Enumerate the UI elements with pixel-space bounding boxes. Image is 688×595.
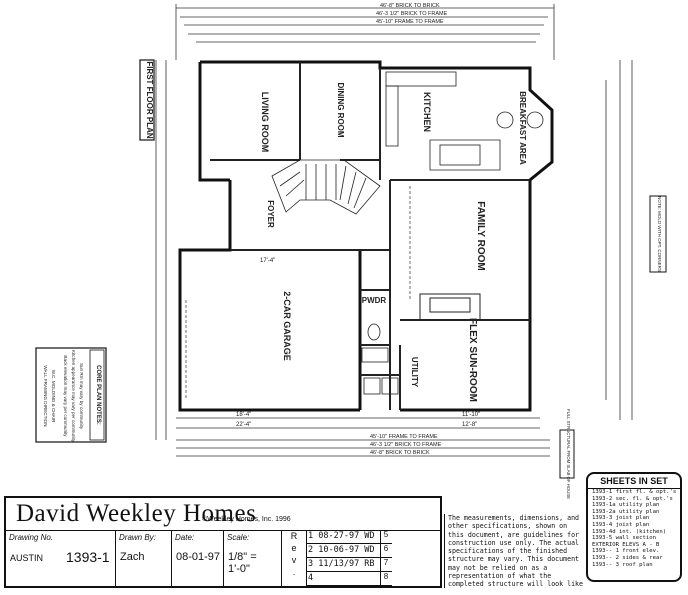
core-note-1: Sun Rm may vary by community <box>79 363 84 430</box>
revision-slot: 7 <box>380 558 392 572</box>
exterior-walls <box>178 60 554 412</box>
dim-top-3: 45'-10" FRAME TO FRAME <box>376 19 444 25</box>
disclaimer-text: The measurements, dimensions, and other … <box>444 514 586 588</box>
room-kitchen: KITCHEN <box>422 92 432 132</box>
plan-title: FIRST FLOOR PLAN <box>145 61 154 139</box>
room-sunroom: FLEX SUN-ROOM <box>467 318 478 402</box>
garage-door-lines <box>185 186 411 400</box>
dim-top-1: 46'-8" BRICK TO BRICK <box>380 3 440 9</box>
sheet-item: 1393-1 first fl. & opt.'s <box>592 489 677 495</box>
sheet-item: 1393-2a utility plan <box>592 508 660 515</box>
top-dimension-lines <box>175 4 555 60</box>
date-value: 08-01-97 <box>176 551 221 563</box>
dim-garage-inner: 18'-4" <box>236 412 251 418</box>
revision-slot: 5 <box>380 530 392 544</box>
core-note-3: Back elevation may vary per community <box>63 355 68 437</box>
dim-top-2: 46'-3 1/2" BRICK TO FRAME <box>376 11 448 17</box>
revision-slots: 5 6 7 8 <box>380 530 392 586</box>
core-notes-title: CORE PLAN NOTES: <box>95 365 101 425</box>
sheet-item: 1393-4d int. (kitchen) <box>592 528 667 535</box>
rev-label: R e v . <box>282 530 307 586</box>
drawing-no-label: Drawing No. <box>9 533 54 542</box>
revision-row: 1 08-27-97 WD <box>306 530 380 544</box>
room-utility: UTILITY <box>410 357 419 388</box>
revision-row: 4 <box>306 572 380 586</box>
staircase <box>271 159 381 215</box>
sheet-item: 1393-- 1 front elev. <box>592 548 660 555</box>
title-block: David Weekley Homes ©Weekley Homes, Inc.… <box>4 496 442 588</box>
drawing-number: 1393-1 <box>66 549 110 565</box>
revision-slot: 8 <box>380 572 392 586</box>
sheet-item: 1393-1a utility plan <box>592 502 660 509</box>
right-note-box: NOTE: MOLD WITH OPT. CORNERS <box>649 195 667 273</box>
sheet-item: EXTERIOR ELEVS A - B <box>592 541 660 548</box>
sheet-item: 1393-4 joist plan <box>592 521 650 528</box>
room-garage: 2-CAR GARAGE <box>282 291 292 361</box>
dim-garage-top: 17'-4" <box>260 258 275 264</box>
scale-cell: Scale: 1/8" = 1'-0" <box>224 531 282 587</box>
room-powder: PWDR <box>362 296 387 305</box>
scale-label: Scale: <box>227 533 250 542</box>
company-name: David Weekley Homes <box>16 500 257 527</box>
sheet-item: 1393-- 2 sides & rear <box>592 554 663 561</box>
dim-bottom-1: 45'-10" FRAME TO FRAME <box>370 434 438 440</box>
drawn-by-label: Drawn By: <box>119 533 156 542</box>
revision-table: 1 08-27-97 WD 2 10-06-97 WD 3 11/13/97 R… <box>306 530 381 586</box>
rev-letter-e: e <box>291 543 297 553</box>
scale-value: 1/8" = 1'-0" <box>228 551 257 575</box>
dim-bottom-2: 46'-3 1/2" BRICK TO FRAME <box>370 442 442 448</box>
core-note-4: W.C. MOLDING & CHAIR <box>51 370 56 423</box>
structural-note: FULL STRUCTURAL FROM SLAB OF HOUSE <box>566 409 571 499</box>
sheet-item: 1393-- 3 roof plan <box>592 561 653 568</box>
side-dimension-lines <box>155 60 633 440</box>
bottom-dimension-lines <box>176 417 550 457</box>
room-living: LIVING ROOM <box>260 92 270 153</box>
copyright-text: ©Weekley Homes, Inc. 1996 <box>202 516 291 523</box>
kitchen-fixtures <box>385 71 544 171</box>
fireplace <box>419 293 481 321</box>
drawing-no-cell: Drawing No. AUSTIN 1393-1 <box>6 531 116 587</box>
rev-letter-dot: . <box>292 567 296 577</box>
core-notes-box: CORE PLAN NOTES: Sun Rm may vary by comm… <box>35 347 107 443</box>
plan-title-box: FIRST FLOOR PLAN <box>139 59 155 141</box>
structural-note-box: FULL STRUCTURAL FROM SLAB OF HOUSE <box>559 409 575 499</box>
date-label: Date: <box>175 533 195 542</box>
dim-garage-width: 22'-4" <box>236 422 251 428</box>
sheet-item: 1393-2 sec. fl. & opt.'s <box>592 495 673 502</box>
drawing-name: AUSTIN <box>10 553 44 563</box>
room-dining: DINING ROOM <box>336 82 345 137</box>
revision-row: 2 10-06-97 WD <box>306 544 380 558</box>
drawn-by-value: Zach <box>120 551 145 563</box>
core-note-2: Kitchen appearance may vary per communit… <box>71 350 76 443</box>
sheets-title: SHEETS IN SET <box>588 474 680 489</box>
room-foyer: FOYER <box>266 200 275 228</box>
title-block-cells: Drawing No. AUSTIN 1393-1 Drawn By: Zach… <box>6 530 440 587</box>
revision-slot: 6 <box>380 544 392 558</box>
date-cell: Date: 08-01-97 <box>172 531 224 587</box>
revision-row: 3 11/13/97 RB <box>306 558 380 572</box>
room-breakfast: BREAKFAST AREA <box>518 91 527 165</box>
drawn-by-cell: Drawn By: Zach <box>116 531 172 587</box>
right-side-note: NOTE: MOLD WITH OPT. CORNERS <box>657 196 662 272</box>
room-family: FAMILY ROOM <box>475 201 486 270</box>
sheet-item: 1393-5 wall section <box>592 535 656 542</box>
sheet-item: 1393-3 joist plan <box>592 515 650 522</box>
dim-sun-width: 12'-8" <box>462 422 477 428</box>
dim-sun-inner: 11'-10" <box>462 412 480 418</box>
rev-letter-v: v <box>291 555 297 565</box>
dim-bottom-3: 46'-8" BRICK TO BRICK <box>370 450 430 456</box>
core-note-5: WALL FRAMING DIRECTION <box>43 365 48 426</box>
rev-letter-r: R <box>290 531 298 541</box>
bath-utility-fixtures <box>361 323 399 395</box>
